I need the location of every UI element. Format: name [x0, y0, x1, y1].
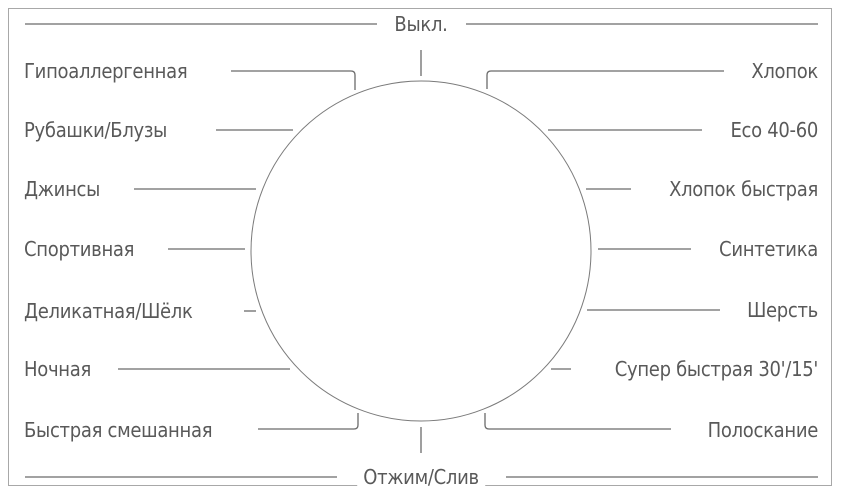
label-spin-drain: Отжим/Слив: [357, 465, 485, 489]
label-delicate-silk: Деликатная/Шёлк: [24, 299, 193, 323]
label-shirts: Рубашки/Блузы: [24, 118, 168, 142]
label-hypoallergenic: Гипоаллергенная: [24, 59, 188, 83]
label-quick-mixed: Быстрая смешанная: [24, 418, 213, 442]
label-wool: Шерсть: [747, 298, 818, 322]
label-sport: Спортивная: [24, 237, 135, 261]
label-eco-40-60: Eco 40-60: [730, 118, 818, 142]
label-jeans: Джинсы: [24, 177, 101, 201]
label-synthetics: Синтетика: [719, 237, 818, 261]
label-cotton: Хлопок: [751, 59, 818, 83]
label-super-quick: Супер быстрая 30'/15': [614, 357, 819, 381]
label-rinse: Полоскание: [707, 418, 819, 442]
label-off: Выкл.: [388, 12, 454, 36]
label-night: Ночная: [24, 357, 91, 381]
dial-knob: [250, 80, 592, 422]
label-cotton-quick: Хлопок быстрая: [669, 177, 818, 201]
